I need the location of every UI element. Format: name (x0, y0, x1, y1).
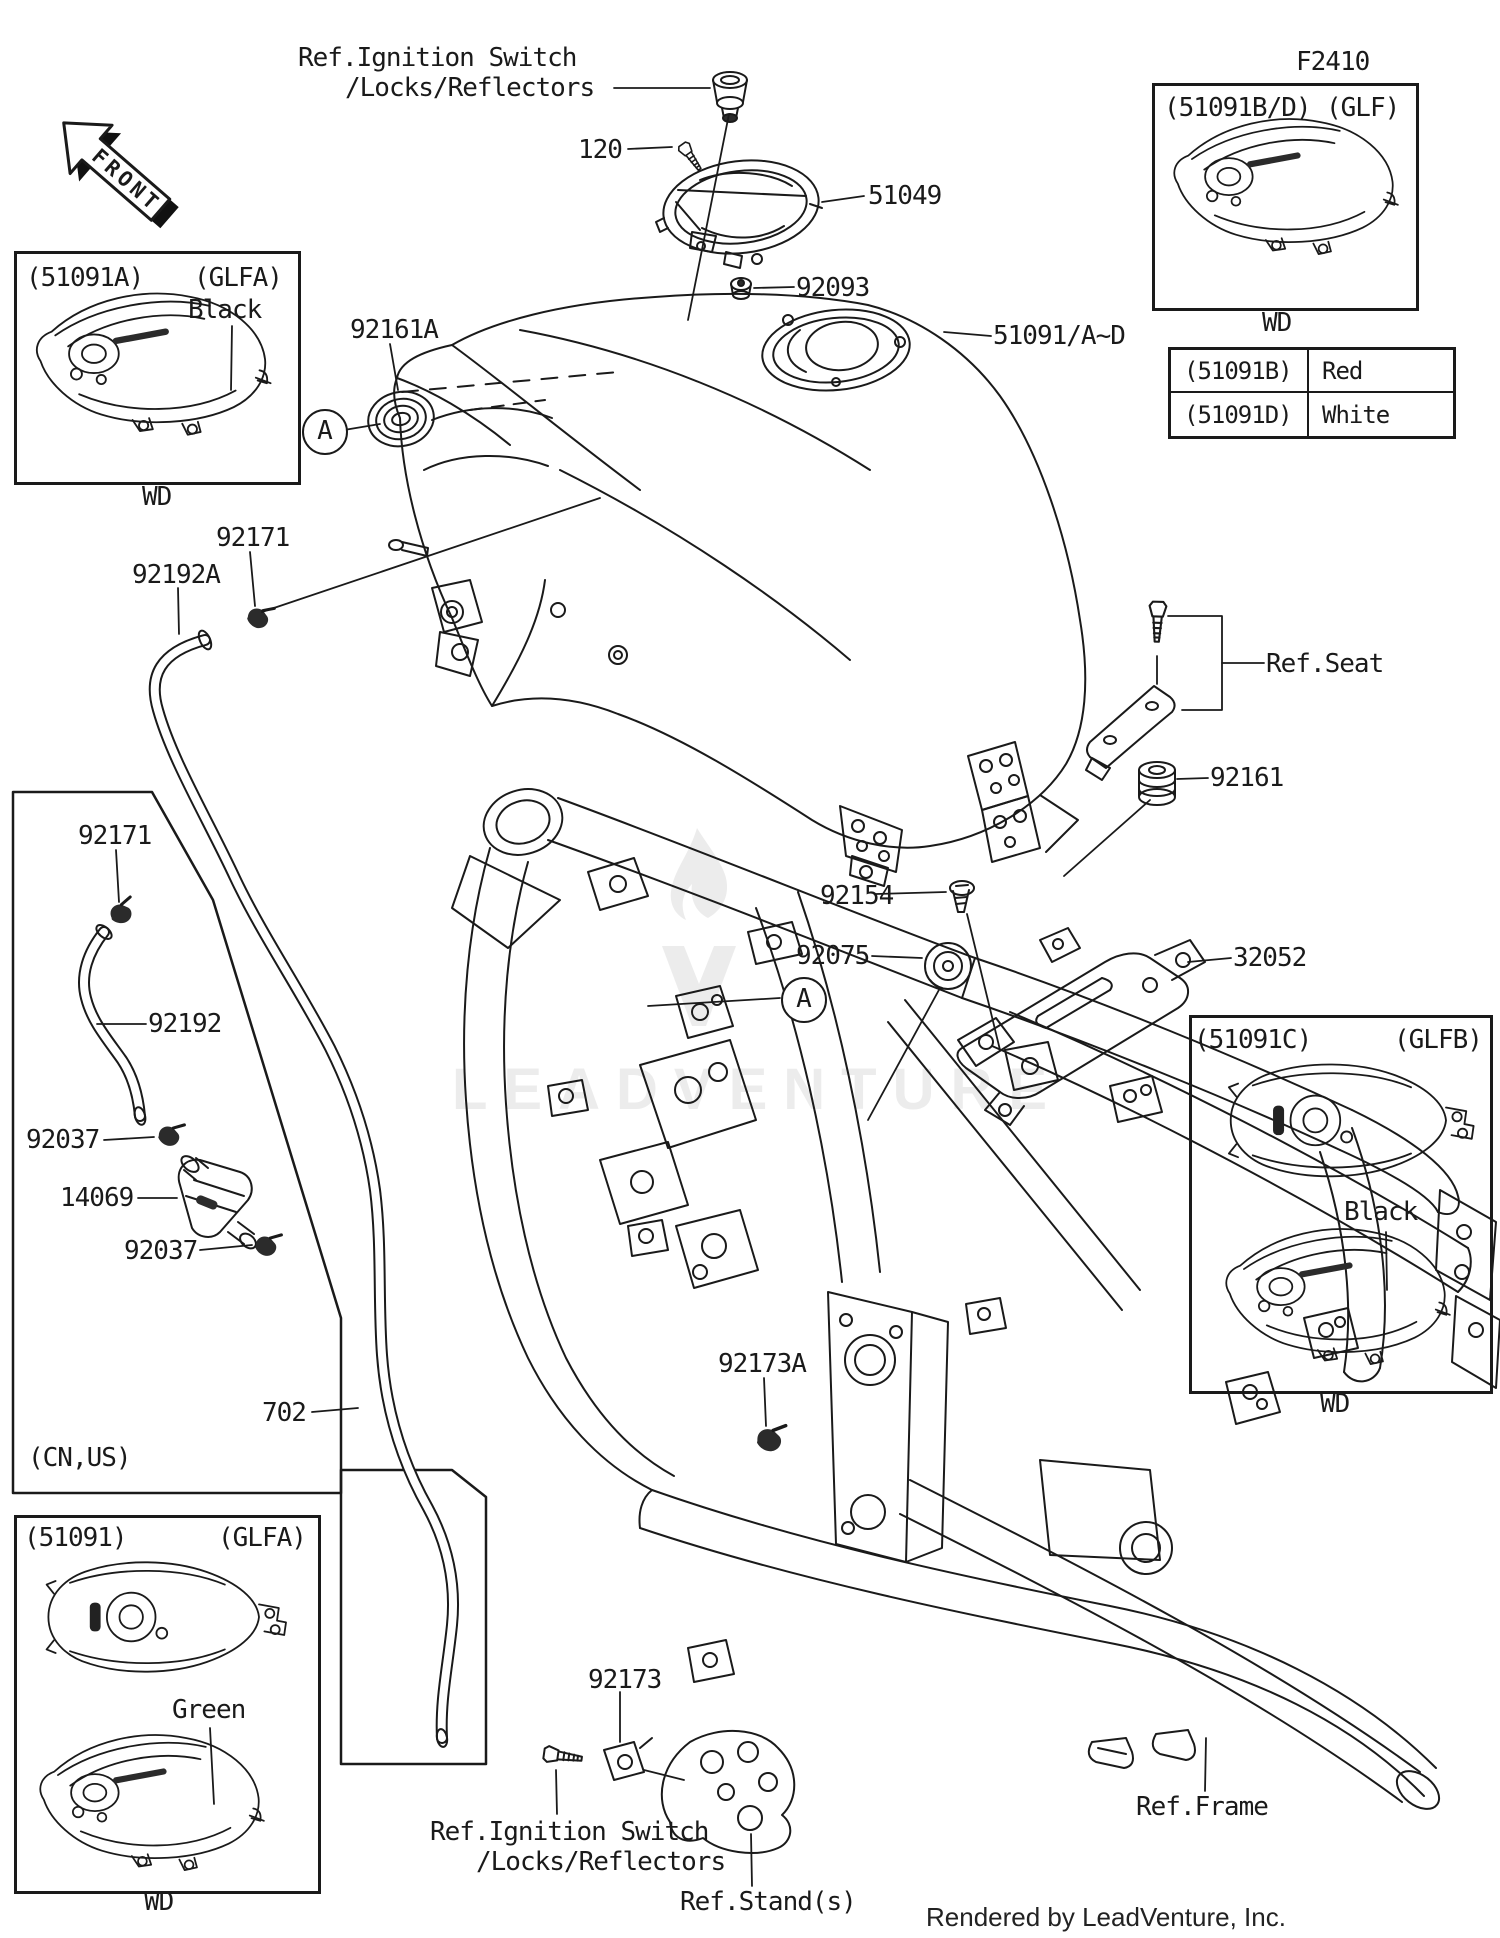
clamp-92037-icon (155, 1117, 186, 1150)
ref-stands-link[interactable]: Ref.Stand(s) (680, 1887, 857, 1917)
leader-lines (96, 87, 1388, 1887)
box-51091c-variant: (GLFB) (1394, 1025, 1483, 1055)
part-label-92173[interactable]: 92173 (588, 1665, 662, 1695)
box-51091bd-variant: (GLF) (1326, 93, 1400, 123)
color-table-part: (51091B) (1171, 350, 1309, 393)
box-51091c-code: (51091C) (1194, 1025, 1312, 1055)
ref-ignition-switch-bottom-link[interactable]: Ref.Ignition Switch (430, 1817, 709, 1847)
detail-marker-a: A (302, 409, 348, 455)
seat-bracket-parts (1085, 600, 1176, 806)
fuel-filter-14069 (177, 1155, 257, 1250)
color-table: (51091B) Red (51091D) White (1168, 347, 1456, 439)
damper-92075-icon (924, 942, 972, 990)
ignition-bushing-icon (712, 71, 748, 123)
clamp-92171-icon (243, 599, 276, 633)
part-label-92161[interactable]: 92161 (1210, 763, 1284, 793)
market-note-cn-us: (CN,US) (28, 1443, 132, 1473)
part-label-51049[interactable]: 51049 (868, 181, 942, 211)
variant-box-51091a (14, 251, 301, 485)
part-label-120[interactable]: 120 (578, 135, 623, 165)
variant-box-51091c (1189, 1015, 1493, 1394)
clamp-92037-icon (252, 1227, 283, 1260)
ref-ignition-switch-bottom-link2[interactable]: /Locks/Reflectors (476, 1847, 726, 1877)
box-51091a-color: Black (188, 295, 262, 325)
ref-ignition-switch-top-link2[interactable]: /Locks/Reflectors (345, 73, 595, 103)
screw-120-icon (676, 139, 706, 174)
diagram-code: F2410 (1296, 47, 1370, 77)
fuel-hose-92192 (78, 924, 147, 1126)
front-arrow-icon (62, 121, 179, 229)
part-label-92075[interactable]: 92075 (796, 941, 870, 971)
fuel-tank-drawing (388, 292, 1087, 887)
nut-92093-icon (730, 277, 752, 300)
part-label-92171[interactable]: 92171 (78, 821, 152, 851)
cn-us-region-outline (11, 790, 488, 1766)
box-51091bd-footnote: WD (1262, 308, 1292, 338)
box-51091-code: (51091) (24, 1523, 128, 1553)
ref-seat-link[interactable]: Ref.Seat (1266, 649, 1384, 679)
stand-bracket-drawing (660, 1729, 796, 1854)
part-label-92192a[interactable]: 92192A (132, 560, 221, 590)
color-table-color: Red (1309, 350, 1453, 393)
part-label-92037[interactable]: 92037 (124, 1236, 198, 1266)
clamp-92173a-icon (753, 1419, 788, 1455)
box-51091a-footnote: WD (142, 482, 172, 512)
part-label-92154[interactable]: 92154 (820, 881, 894, 911)
render-credit: Rendered by LeadVenture, Inc. (926, 1902, 1286, 1932)
box-51091a-variant: (GLFA) (194, 263, 283, 293)
part-label-92192[interactable]: 92192 (148, 1009, 222, 1039)
leadventure-logo-watermark (662, 828, 736, 1026)
box-51091-variant: (GLFA) (218, 1523, 307, 1553)
box-51091-color: Green (172, 1695, 246, 1725)
part-label-92093[interactable]: 92093 (796, 273, 870, 303)
ref-ignition-switch-top-link[interactable]: Ref.Ignition Switch (298, 43, 577, 73)
ignition-bolt-icon (541, 1744, 584, 1768)
part-label-92161a[interactable]: 92161A (350, 315, 439, 345)
box-51091-footnote: WD (144, 1887, 174, 1917)
box-51091bd-code: (51091B/D) (1164, 93, 1312, 123)
part-label-32052[interactable]: 32052 (1233, 943, 1307, 973)
color-table-color: White (1322, 400, 1390, 429)
variant-box-51091 (14, 1515, 321, 1894)
clamp-92171-icon (106, 895, 136, 927)
part-label-92037[interactable]: 92037 (26, 1125, 100, 1155)
color-table-part: (51091D) (1171, 393, 1309, 436)
part-label-702[interactable]: 702 (262, 1398, 307, 1428)
part-label-51091ad[interactable]: 51091/A~D (993, 321, 1126, 351)
clamp-92173-icon (603, 1737, 653, 1781)
fuel-cap-51049 (655, 159, 823, 269)
box-51091c-color: Black (1344, 1197, 1418, 1227)
box-51091c-footnote: WD (1320, 1389, 1350, 1419)
detail-marker-a: A (781, 977, 827, 1023)
fuel-hose-702 (148, 629, 459, 1748)
part-label-14069[interactable]: 14069 (60, 1183, 134, 1213)
screw-92154-icon (949, 880, 975, 913)
variant-box-51091bd (1152, 83, 1419, 311)
part-label-92171[interactable]: 92171 (216, 523, 290, 553)
ref-frame-link[interactable]: Ref.Frame (1136, 1792, 1269, 1822)
box-51091a-code: (51091A) (26, 263, 144, 293)
bracket-32052-drawing (956, 927, 1206, 1126)
part-label-92173a[interactable]: 92173A (718, 1349, 807, 1379)
